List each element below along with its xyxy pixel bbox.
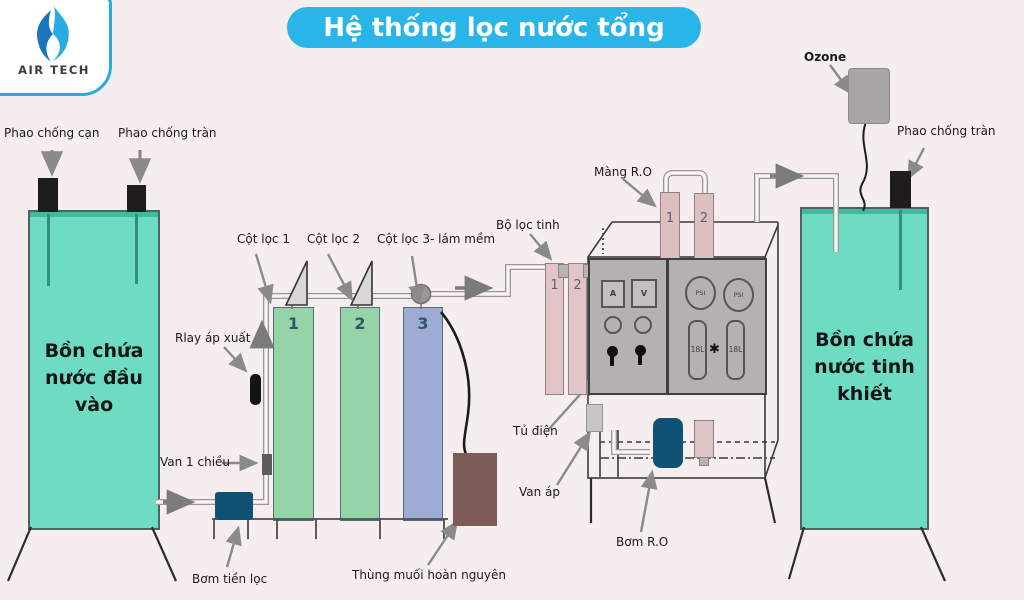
flow-meter-label: 18L — [690, 345, 705, 354]
filter-column-2: 2 — [340, 307, 380, 521]
float-rod — [899, 210, 902, 290]
check-valve — [262, 454, 272, 475]
salt-tank — [453, 453, 497, 526]
ozone-cable — [859, 121, 868, 212]
label-overflow-float-right: Phao chống tràn — [897, 124, 996, 138]
tank-label-line: khiết — [837, 383, 892, 405]
flow-meter-left: 18L — [688, 320, 707, 380]
flow-arrows — [163, 163, 805, 515]
indicator-light — [634, 316, 652, 334]
label-ozone: Ozone — [804, 50, 847, 64]
toggle-switch-stem — [638, 354, 642, 365]
overflow-float-left — [127, 185, 146, 212]
float-rod — [135, 214, 138, 284]
toggle-switch — [607, 346, 618, 357]
label-fine-filter: Bộ lọc tinh — [496, 218, 560, 232]
tank-label-line: Bồn chứa — [44, 340, 144, 362]
raw-water-tank-label: Bồn chứa nước đầu vào — [30, 338, 158, 419]
cables — [440, 121, 868, 455]
ro-membrane-2-lower — [694, 420, 714, 458]
fine-filter-2-number: 2 — [573, 278, 582, 293]
overflow-float-right — [890, 171, 911, 208]
column-base — [212, 518, 448, 539]
label-check-valve: Van 1 chiều — [160, 455, 231, 469]
filter-column-2-number: 2 — [354, 314, 366, 333]
voltmeter-label: V — [640, 289, 648, 298]
gauge-panel-right: PSI PSI 18L 18L ✱ — [667, 258, 767, 395]
label-filter-column-3: Cột lọc 3- lám mềm — [377, 232, 496, 246]
ozone-generator — [848, 68, 890, 124]
voltmeter-gauge: V — [631, 279, 657, 308]
psi-gauge-right: PSI — [723, 278, 754, 312]
filter-column-1: 1 — [273, 307, 314, 521]
ro-membrane-1-number: 1 — [665, 211, 675, 226]
psi-label: PSI — [695, 289, 706, 297]
pressure-valve-box — [586, 404, 603, 432]
ro-membrane-2: 2 — [694, 193, 714, 260]
label-pressure-relay: Rlay áp xuất — [175, 331, 251, 345]
page-title: Hệ thống lọc nước tổng — [323, 12, 665, 43]
valve-icon — [349, 260, 373, 306]
indicator-light — [604, 316, 622, 334]
softener-salt-cable — [440, 311, 471, 455]
valve-cluster-icon: ✱ — [709, 342, 720, 357]
title-banner: Hệ thống lọc nước tổng — [287, 7, 701, 48]
label-ro-pump: Bơm R.O — [616, 535, 669, 549]
ammeter-gauge: A — [601, 280, 625, 308]
float-rod — [47, 214, 50, 286]
ro-pump — [653, 418, 683, 468]
filter-column-1-number: 1 — [287, 314, 300, 333]
electrical-panel-left: A V — [588, 258, 668, 395]
airtech-logo: AIR TECH — [0, 0, 112, 96]
equipment-legs — [6, 477, 947, 582]
valve-icon — [284, 260, 308, 306]
tank-top-edge — [802, 209, 927, 214]
flow-meter-right: 18L — [726, 320, 745, 380]
pure-water-tank-label: Bồn chứa nước tinh khiết — [802, 327, 927, 408]
label-pressure-valve: Van áp — [519, 485, 561, 499]
ro-membrane-2-number: 2 — [699, 211, 709, 226]
filter-column-3: 3 — [403, 307, 443, 521]
psi-gauge-left: PSI — [685, 276, 716, 310]
label-salt-tank: Thùng muối hoàn nguyên — [352, 568, 507, 582]
psi-label: PSI — [733, 291, 744, 299]
label-overflow-float-left: Phao chống tràn — [118, 126, 217, 140]
label-electrical-cabinet: Tủ điện — [513, 424, 558, 438]
raw-water-tank: Bồn chứa nước đầu vào — [28, 210, 160, 530]
ro-membrane-1: 1 — [660, 192, 680, 260]
pressure-relay — [250, 374, 261, 405]
flame-icon — [37, 6, 69, 62]
low-level-float — [38, 178, 58, 212]
pure-water-tank: Bồn chứa nước tinh khiết — [800, 207, 929, 530]
fine-filter-column-2: 2 — [568, 263, 587, 395]
toggle-switch-stem — [610, 355, 614, 366]
tank-label-line: Bồn chứa — [815, 329, 914, 351]
pipes — [156, 170, 839, 505]
brand-text: AIR TECH — [18, 63, 90, 77]
tank-label-line: nước đầu vào — [45, 367, 143, 416]
label-pre-filter-pump: Bơm tiền lọc — [192, 572, 268, 586]
filter-column-3-number: 3 — [417, 314, 429, 333]
pre-filter-pump — [215, 492, 253, 520]
flow-meter-label: 18L — [728, 345, 743, 354]
label-ro-membrane: Màng R.O — [594, 165, 652, 179]
label-filter-column-2: Cột lọc 2 — [307, 232, 360, 246]
membrane-connector — [699, 457, 709, 466]
fine-filter-column-1: 1 — [545, 263, 564, 395]
label-filter-column-1: Cột lọc 1 — [237, 232, 290, 246]
tank-label-line: nước tinh — [814, 356, 915, 378]
label-low-level-float: Phao chống cạn — [4, 126, 100, 140]
fine-filter-1-number: 1 — [550, 278, 559, 293]
tank-top-edge — [30, 212, 158, 217]
toggle-switch — [635, 345, 646, 356]
softener-valve-icon — [410, 283, 432, 305]
ammeter-label: A — [609, 289, 617, 298]
filter-fitting — [558, 264, 569, 278]
